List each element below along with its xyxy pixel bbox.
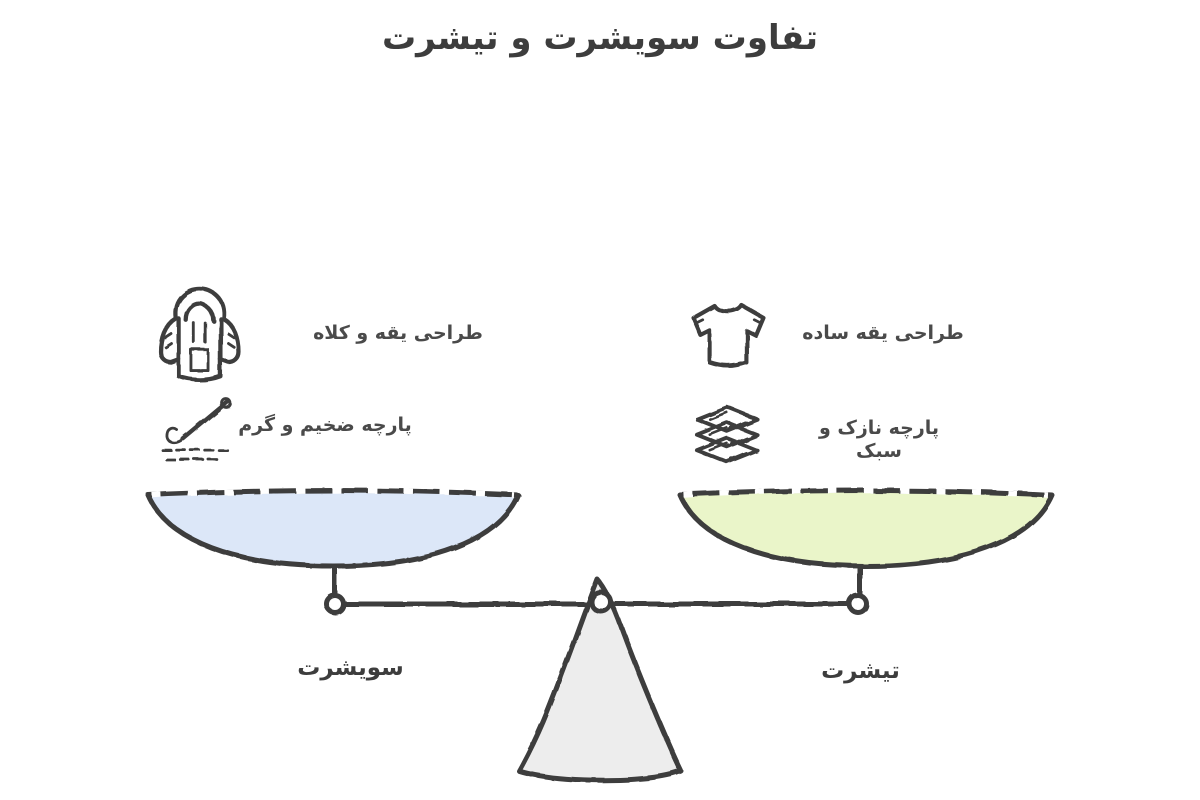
left-item-2-label: پارچه ضخیم و گرم xyxy=(238,414,412,436)
left-pan xyxy=(145,488,521,569)
right-item-2-label: پارچه نازک و سبک xyxy=(818,417,940,462)
right-beam-ring xyxy=(847,593,869,615)
scale-base xyxy=(516,576,684,783)
left-pan-label: سویشرت xyxy=(297,655,404,681)
right-pan-label: تیشرت xyxy=(821,658,900,684)
right-item-1-label: طراحی یقه ساده xyxy=(802,322,964,344)
right-pan-rim-dashes xyxy=(683,487,1049,498)
left-beam-ring xyxy=(324,593,346,615)
fulcrum-ring xyxy=(589,590,613,614)
diagram-title: تفاوت سویشرت و تیشرت xyxy=(382,18,818,58)
left-pan-rim-dashes xyxy=(151,487,515,498)
fabric-stack-icon xyxy=(682,396,772,470)
needle-stitch-icon xyxy=(150,392,250,467)
left-item-1-label: طراحی یقه و کلاه xyxy=(313,322,483,344)
hoodie-icon xyxy=(152,282,247,387)
tshirt-icon xyxy=(682,296,774,372)
right-pan xyxy=(677,488,1055,569)
